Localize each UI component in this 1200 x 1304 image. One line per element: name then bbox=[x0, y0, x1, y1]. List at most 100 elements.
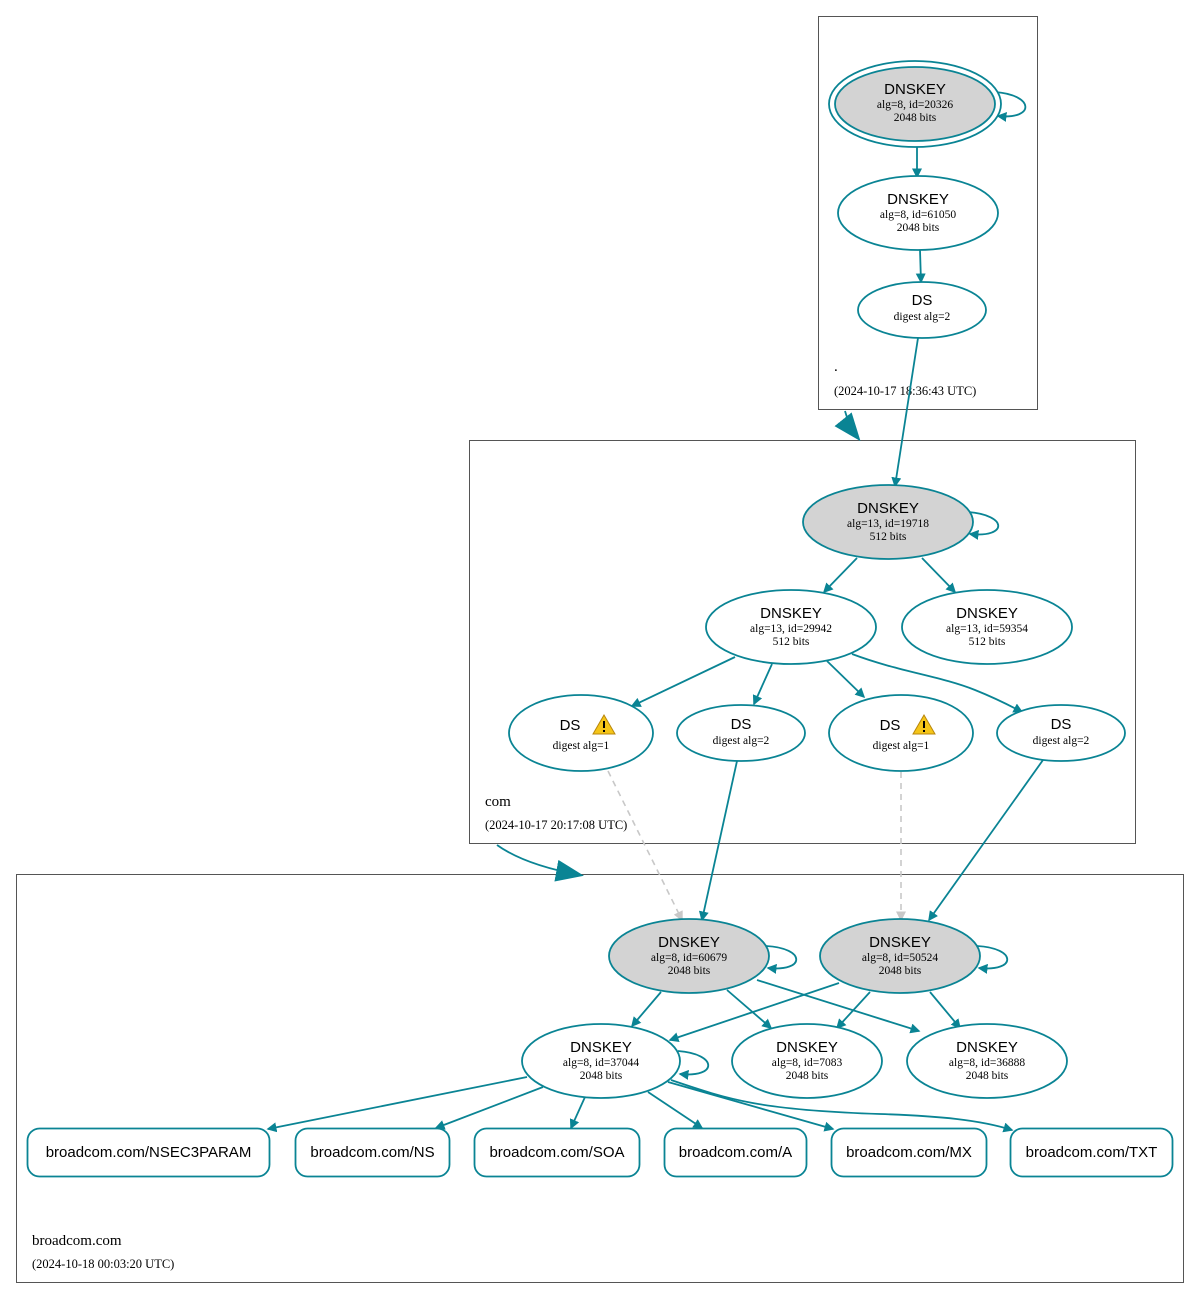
zone-broadcom-box bbox=[16, 874, 1184, 1283]
node-key-size: 512 bits bbox=[969, 636, 1006, 648]
record-label: broadcom.com/SOA bbox=[489, 1144, 624, 1161]
com-zsk1-node[interactable]: DNSKEY alg=13, id=29942 512 bits bbox=[705, 589, 877, 665]
zone-com-name: com bbox=[485, 794, 511, 810]
edge-root-ksk-self bbox=[994, 91, 1027, 122]
node-key-id: alg=8, id=7083 bbox=[772, 1057, 843, 1069]
zone-root-name: . bbox=[834, 359, 838, 375]
record-label: broadcom.com/TXT bbox=[1026, 1144, 1158, 1161]
root-zsk-node[interactable]: DNSKEY alg=8, id=61050 2048 bits bbox=[837, 175, 999, 251]
node-key-size: 2048 bits bbox=[786, 1070, 829, 1082]
delegation-arrow-root-com bbox=[834, 410, 861, 442]
record-ns[interactable]: broadcom.com/NS bbox=[294, 1127, 451, 1178]
node-key-size: 512 bits bbox=[870, 531, 907, 543]
bc-zsk3-node[interactable]: DNSKEY alg=8, id=36888 2048 bits bbox=[906, 1023, 1068, 1099]
com-ds1-node[interactable]: DS digest alg=1 bbox=[508, 694, 654, 772]
node-title: DS bbox=[912, 292, 933, 309]
edge-com-ksk-zsk1 bbox=[822, 557, 858, 594]
node-title: DNSKEY bbox=[760, 605, 822, 622]
bc-ksk1-node[interactable]: DNSKEY alg=8, id=60679 2048 bits bbox=[608, 918, 770, 994]
node-title: DNSKEY bbox=[776, 1039, 838, 1056]
record-label: broadcom.com/MX bbox=[846, 1144, 972, 1161]
node-title: DNSKEY bbox=[857, 500, 919, 517]
com-ksk-node[interactable]: DNSKEY alg=13, id=19718 512 bits bbox=[802, 484, 974, 560]
node-key-id: alg=13, id=59354 bbox=[946, 623, 1028, 635]
edge-zsk1-ds2 bbox=[752, 663, 773, 706]
node-digest: digest alg=2 bbox=[1033, 735, 1090, 747]
com-ds2-node[interactable]: DS digest alg=2 bbox=[676, 704, 806, 762]
edge-zsk1-ds1 bbox=[630, 656, 736, 707]
node-digest: digest alg=1 bbox=[873, 740, 930, 752]
node-key-size: 2048 bits bbox=[668, 965, 711, 977]
record-nsec3param[interactable]: broadcom.com/NSEC3PARAM bbox=[26, 1127, 271, 1178]
node-title: DNSKEY bbox=[956, 605, 1018, 622]
edge-zsk1-a bbox=[647, 1091, 704, 1129]
edge-bc-ksk2-zsk1 bbox=[668, 982, 840, 1043]
zone-root-timestamp: (2024-10-17 18:36:43 UTC) bbox=[834, 384, 976, 398]
node-title: DNSKEY bbox=[884, 81, 946, 98]
com-ds4-node[interactable]: DS digest alg=2 bbox=[996, 704, 1126, 762]
com-ds3-node[interactable]: DS digest alg=1 bbox=[828, 694, 974, 772]
edge-bc-ksk1-zsk2 bbox=[726, 989, 773, 1029]
root-ksk-node[interactable]: DNSKEY alg=8, id=20326 2048 bits bbox=[828, 60, 1002, 148]
node-key-size: 2048 bits bbox=[580, 1070, 623, 1082]
edge-bc-ksk2-zsk2 bbox=[835, 991, 871, 1030]
node-key-size: 512 bits bbox=[773, 636, 810, 648]
record-label: broadcom.com/NS bbox=[310, 1144, 434, 1161]
node-title: DS bbox=[1051, 716, 1072, 733]
node-title: DNSKEY bbox=[869, 934, 931, 951]
node-title: DNSKEY bbox=[658, 934, 720, 951]
edge-bc-ksk1-zsk3 bbox=[756, 979, 921, 1034]
node-digest: digest alg=2 bbox=[713, 735, 770, 747]
node-key-id: alg=8, id=20326 bbox=[877, 99, 953, 111]
record-label: broadcom.com/A bbox=[679, 1144, 792, 1161]
edge-zsk1-mx bbox=[667, 1081, 835, 1132]
zone-com-box bbox=[469, 440, 1136, 844]
edge-bc-zsk1-self bbox=[677, 1050, 709, 1080]
edge-bc-ksk2-zsk3 bbox=[929, 991, 961, 1030]
bc-ksk2-node[interactable]: DNSKEY alg=8, id=50524 2048 bits bbox=[819, 918, 981, 994]
node-key-id: alg=8, id=60679 bbox=[651, 952, 727, 964]
edge-ds2-bc-ksk1 bbox=[698, 760, 738, 922]
edge-zsk1-ds4 bbox=[851, 653, 1024, 713]
record-soa[interactable]: broadcom.com/SOA bbox=[473, 1127, 641, 1178]
edge-zsk1-ns bbox=[434, 1086, 544, 1130]
node-title: DS bbox=[731, 716, 752, 733]
node-key-id: alg=13, id=29942 bbox=[750, 623, 832, 635]
node-key-size: 2048 bits bbox=[966, 1070, 1009, 1082]
node-key-size: 2048 bits bbox=[894, 112, 937, 124]
edge-bc-ksk1-zsk1 bbox=[631, 991, 662, 1028]
delegation-arrow-com-broadcom bbox=[496, 844, 584, 882]
edge-zsk1-ds3 bbox=[826, 660, 866, 699]
node-title: DNSKEY bbox=[887, 191, 949, 208]
node-key-id: alg=8, id=61050 bbox=[880, 209, 956, 221]
record-mx[interactable]: broadcom.com/MX bbox=[830, 1127, 988, 1178]
edge-com-ksk-self bbox=[967, 511, 999, 540]
edge-root-zsk-ds bbox=[915, 249, 926, 284]
node-digest: digest alg=2 bbox=[894, 311, 951, 323]
edge-zsk1-txt bbox=[670, 1079, 1014, 1133]
bc-zsk1-node[interactable]: DNSKEY alg=8, id=37044 2048 bits bbox=[521, 1023, 681, 1099]
edge-com-ksk-zsk2 bbox=[921, 557, 957, 594]
com-zsk2-node[interactable]: DNSKEY alg=13, id=59354 512 bits bbox=[901, 589, 1073, 665]
node-title: DNSKEY bbox=[956, 1039, 1018, 1056]
edge-ds4-bc-ksk2 bbox=[928, 759, 1044, 922]
node-title: DS bbox=[880, 717, 901, 734]
record-txt[interactable]: broadcom.com/TXT bbox=[1009, 1127, 1174, 1178]
edge-root-ds-com-ksk bbox=[891, 337, 919, 488]
edge-zsk1-nsec3param bbox=[266, 1076, 528, 1133]
edge-ds1-bc-ksk1 bbox=[607, 770, 683, 922]
node-key-id: alg=8, id=36888 bbox=[949, 1057, 1025, 1069]
node-key-id: alg=8, id=37044 bbox=[563, 1057, 639, 1069]
zone-broadcom-timestamp: (2024-10-18 00:03:20 UTC) bbox=[32, 1257, 174, 1271]
bc-zsk2-node[interactable]: DNSKEY alg=8, id=7083 2048 bits bbox=[731, 1023, 883, 1099]
zone-broadcom-name: broadcom.com bbox=[32, 1233, 122, 1249]
edge-bc-ksk2-self bbox=[976, 945, 1008, 974]
zone-root-box bbox=[818, 16, 1038, 410]
node-key-size: 2048 bits bbox=[879, 965, 922, 977]
record-a[interactable]: broadcom.com/A bbox=[663, 1127, 808, 1178]
warning-icon bbox=[912, 714, 936, 735]
root-ds-node[interactable]: DS digest alg=2 bbox=[857, 281, 987, 339]
node-digest: digest alg=1 bbox=[553, 740, 610, 752]
